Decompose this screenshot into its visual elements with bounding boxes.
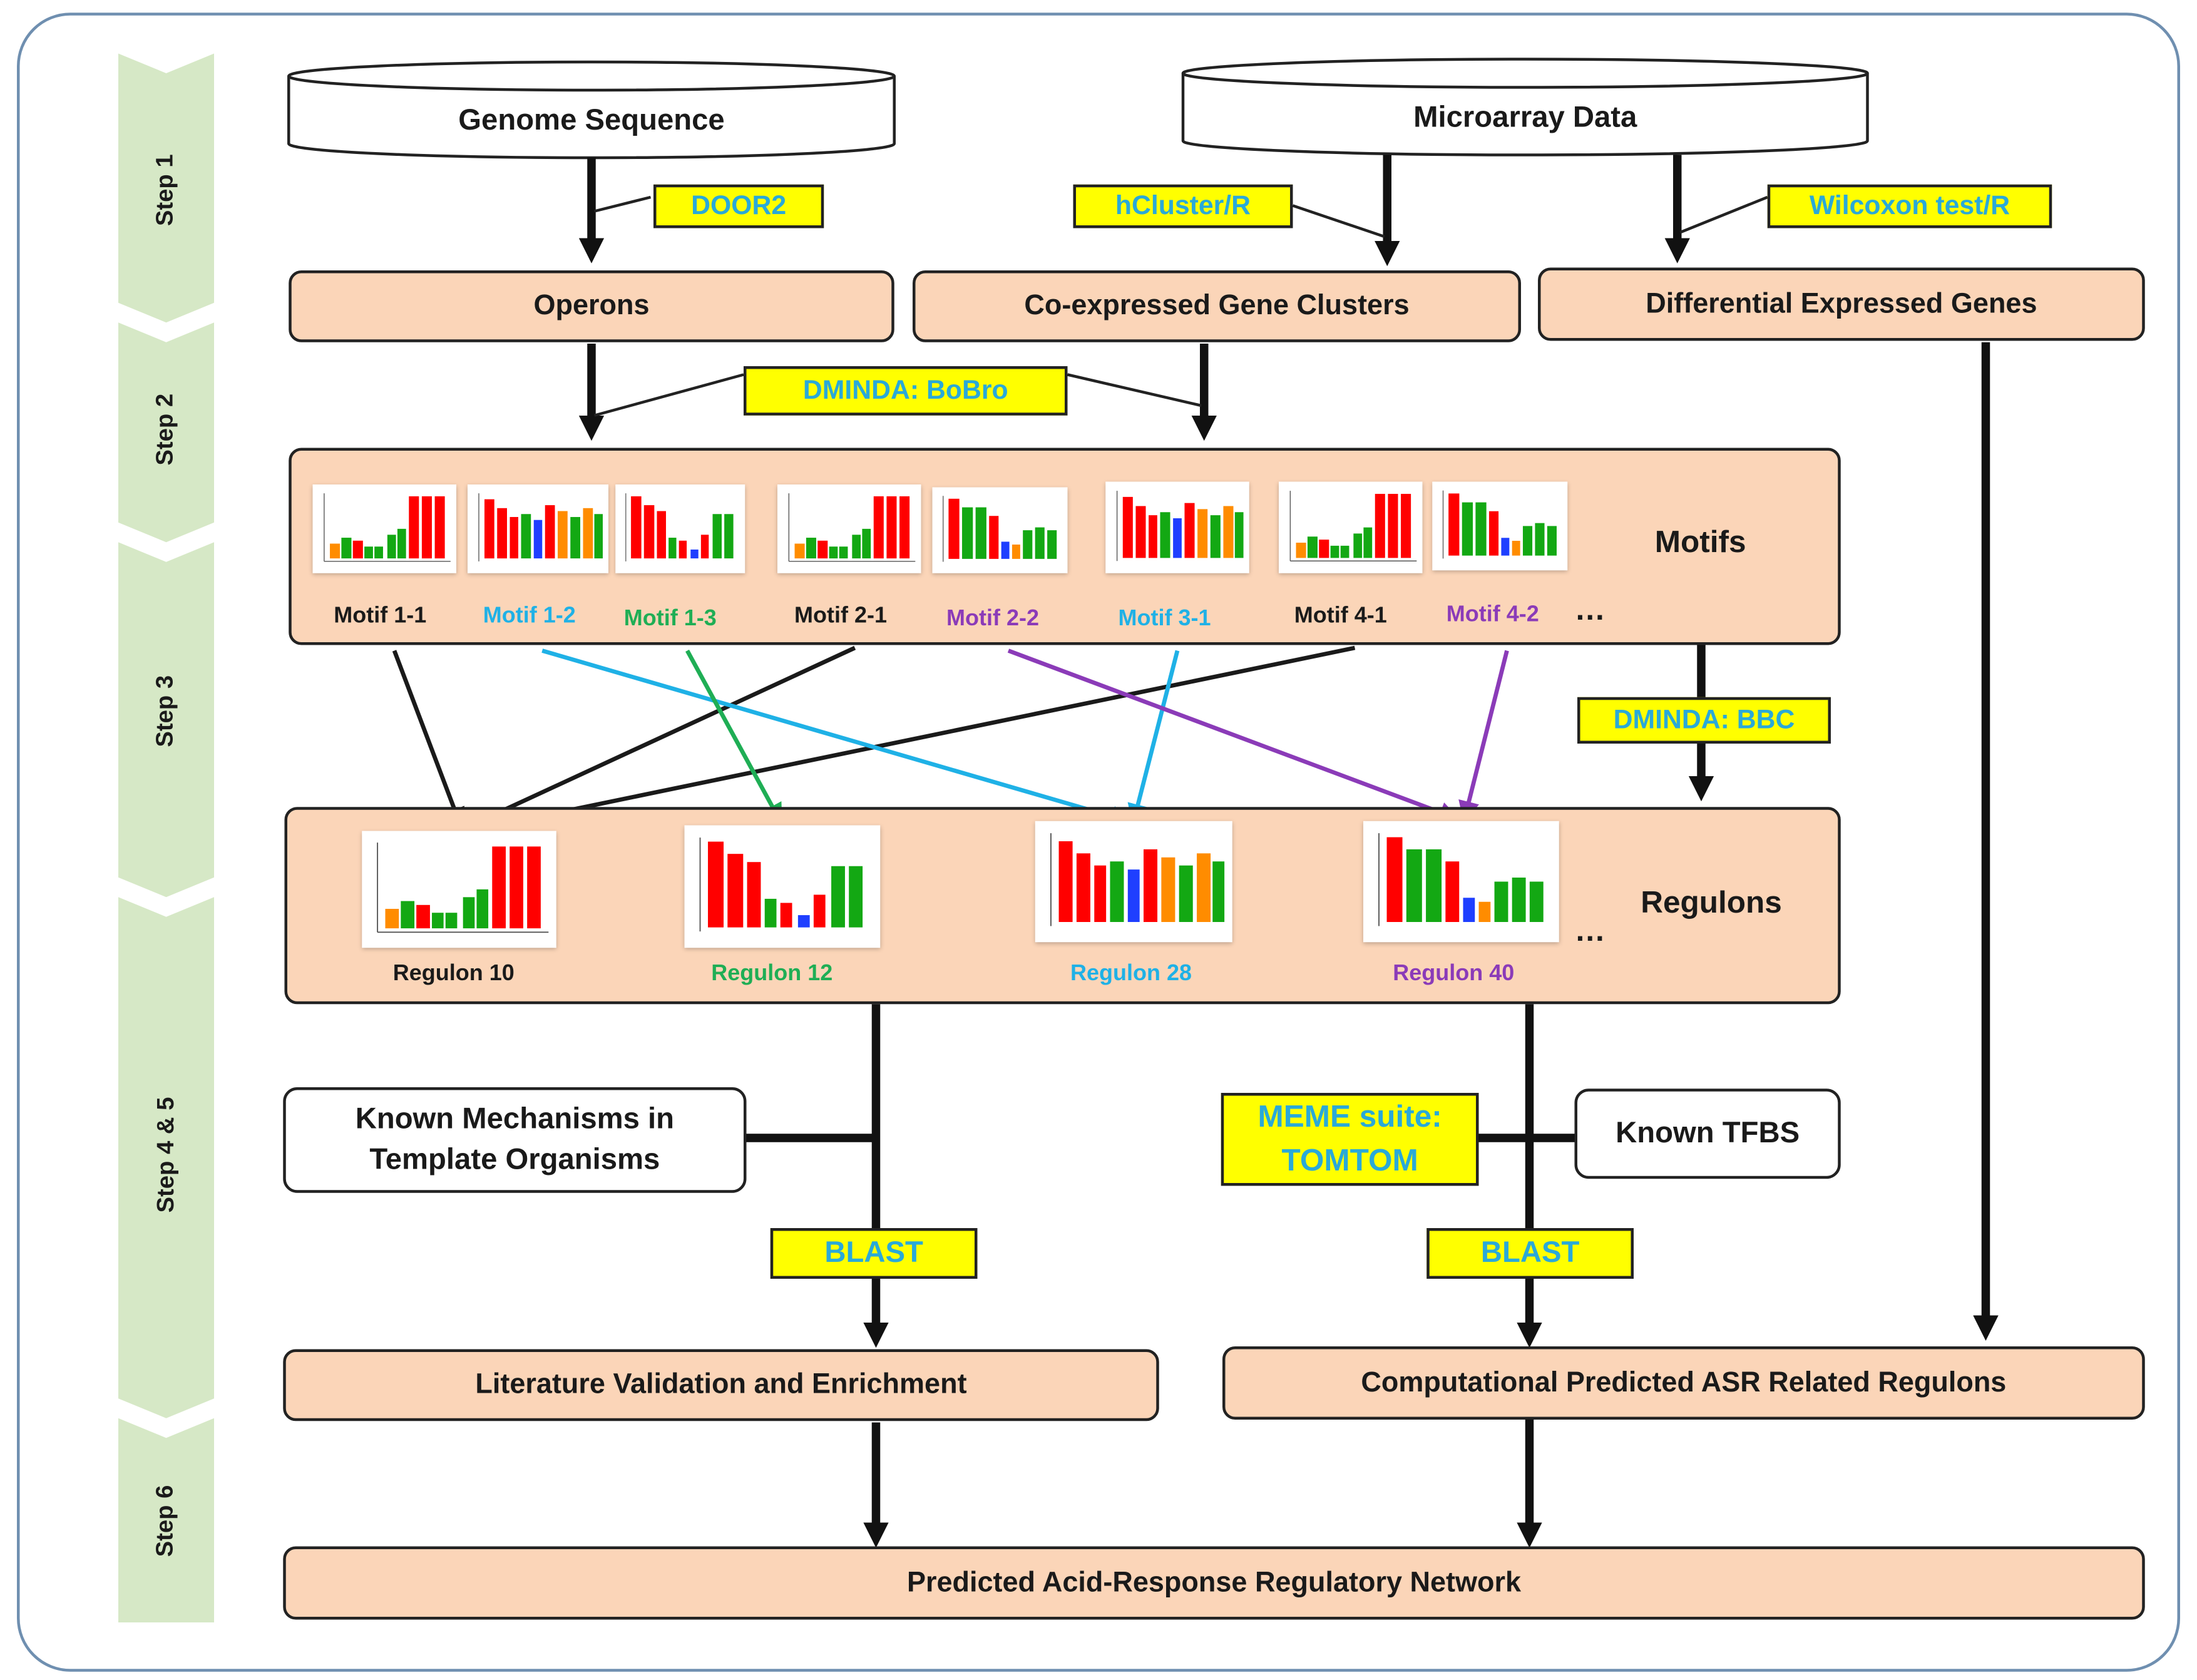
regulon-label: Regulon 40 (1393, 961, 1515, 986)
step-band-5 (118, 1418, 214, 1622)
motif-2-1-logo (777, 484, 921, 573)
hcluster-tool: hCluster/R (1073, 184, 1293, 228)
computational-regulons-box: Computational Predicted ASR Related Regu… (1222, 1346, 2145, 1420)
motif-1-1-logo (312, 484, 456, 573)
motif-label: Motif 2-2 (946, 607, 1040, 631)
regulon-label: Regulon 12 (711, 961, 833, 986)
regulon-28-logo (1035, 821, 1232, 943)
regulon-label: Regulon 10 (392, 961, 515, 986)
motif-label: Motif 1-1 (334, 604, 427, 628)
step-band-2 (118, 322, 214, 543)
regulon-label: Regulon 28 (1070, 961, 1192, 986)
door2-tool: DOOR2 (653, 184, 824, 228)
meme-line: MEME suite: (1257, 1099, 1442, 1134)
motif-4-2-logo (1432, 481, 1568, 571)
operons-box: Operons (289, 270, 894, 342)
known-tfbs-box: Known TFBS (1574, 1088, 1841, 1179)
regulon-40-logo (1363, 821, 1559, 943)
regulon-12-logo (684, 825, 881, 948)
wilcoxon-tool: Wilcoxon test/R (1767, 184, 2052, 228)
differential-genes-box: Differential Expressed Genes (1538, 267, 2145, 341)
motifs-ellipsis: … (1574, 592, 1606, 627)
motif-label: Motif 1-3 (623, 607, 717, 631)
microarray-data-label: Microarray Data (1413, 101, 1637, 134)
blast-left-tool: BLAST (770, 1228, 978, 1279)
step-band-3 (118, 542, 214, 898)
tomtom-line: TOMTOM (1281, 1142, 1418, 1177)
motifs-label: Motifs (1654, 524, 1746, 560)
coexpressed-clusters-box: Co-expressed Gene Clusters (913, 270, 1521, 342)
genome-database-cylinder (287, 60, 896, 160)
bbc-tool: DMINDA: BBC (1577, 697, 1831, 744)
known-mechanisms-line-2: Template Organisms (369, 1142, 660, 1175)
regulon-10-logo (362, 831, 556, 948)
motif-label: Motif 3-1 (1118, 607, 1211, 631)
motif-4-1-logo (1279, 481, 1423, 573)
meme-tomtom-tool: MEME suite: TOMTOM (1221, 1093, 1479, 1186)
motif-label: Motif 2-1 (794, 604, 888, 628)
literature-validation-box: Literature Validation and Enrichment (283, 1349, 1159, 1421)
known-mechanisms-box: Known Mechanisms in Template Organisms (283, 1087, 747, 1193)
bobro-tool: DMINDA: BoBro (744, 366, 1068, 416)
step-band-4 (118, 897, 214, 1418)
known-mechanisms-line-1: Known Mechanisms in (355, 1103, 675, 1135)
motif-3-1-logo (1105, 481, 1249, 573)
step-band-1 (118, 53, 214, 323)
blast-right-tool: BLAST (1426, 1228, 1634, 1279)
motif-1-3-logo (615, 484, 745, 573)
motif-label: Motif 4-1 (1294, 604, 1387, 628)
genome-sequence-label: Genome Sequence (458, 104, 725, 136)
motif-label: Motif 1-2 (483, 604, 576, 628)
microarray-database-cylinder (1181, 58, 1869, 156)
motif-label: Motif 4-2 (1446, 603, 1539, 627)
motif-1-2-logo (468, 484, 608, 573)
regulatory-network-box: Predicted Acid-Response Regulatory Netwo… (283, 1546, 2145, 1620)
regulons-ellipsis: … (1574, 913, 1606, 948)
motif-2-2-logo (932, 487, 1068, 573)
regulons-label: Regulons (1641, 884, 1782, 920)
